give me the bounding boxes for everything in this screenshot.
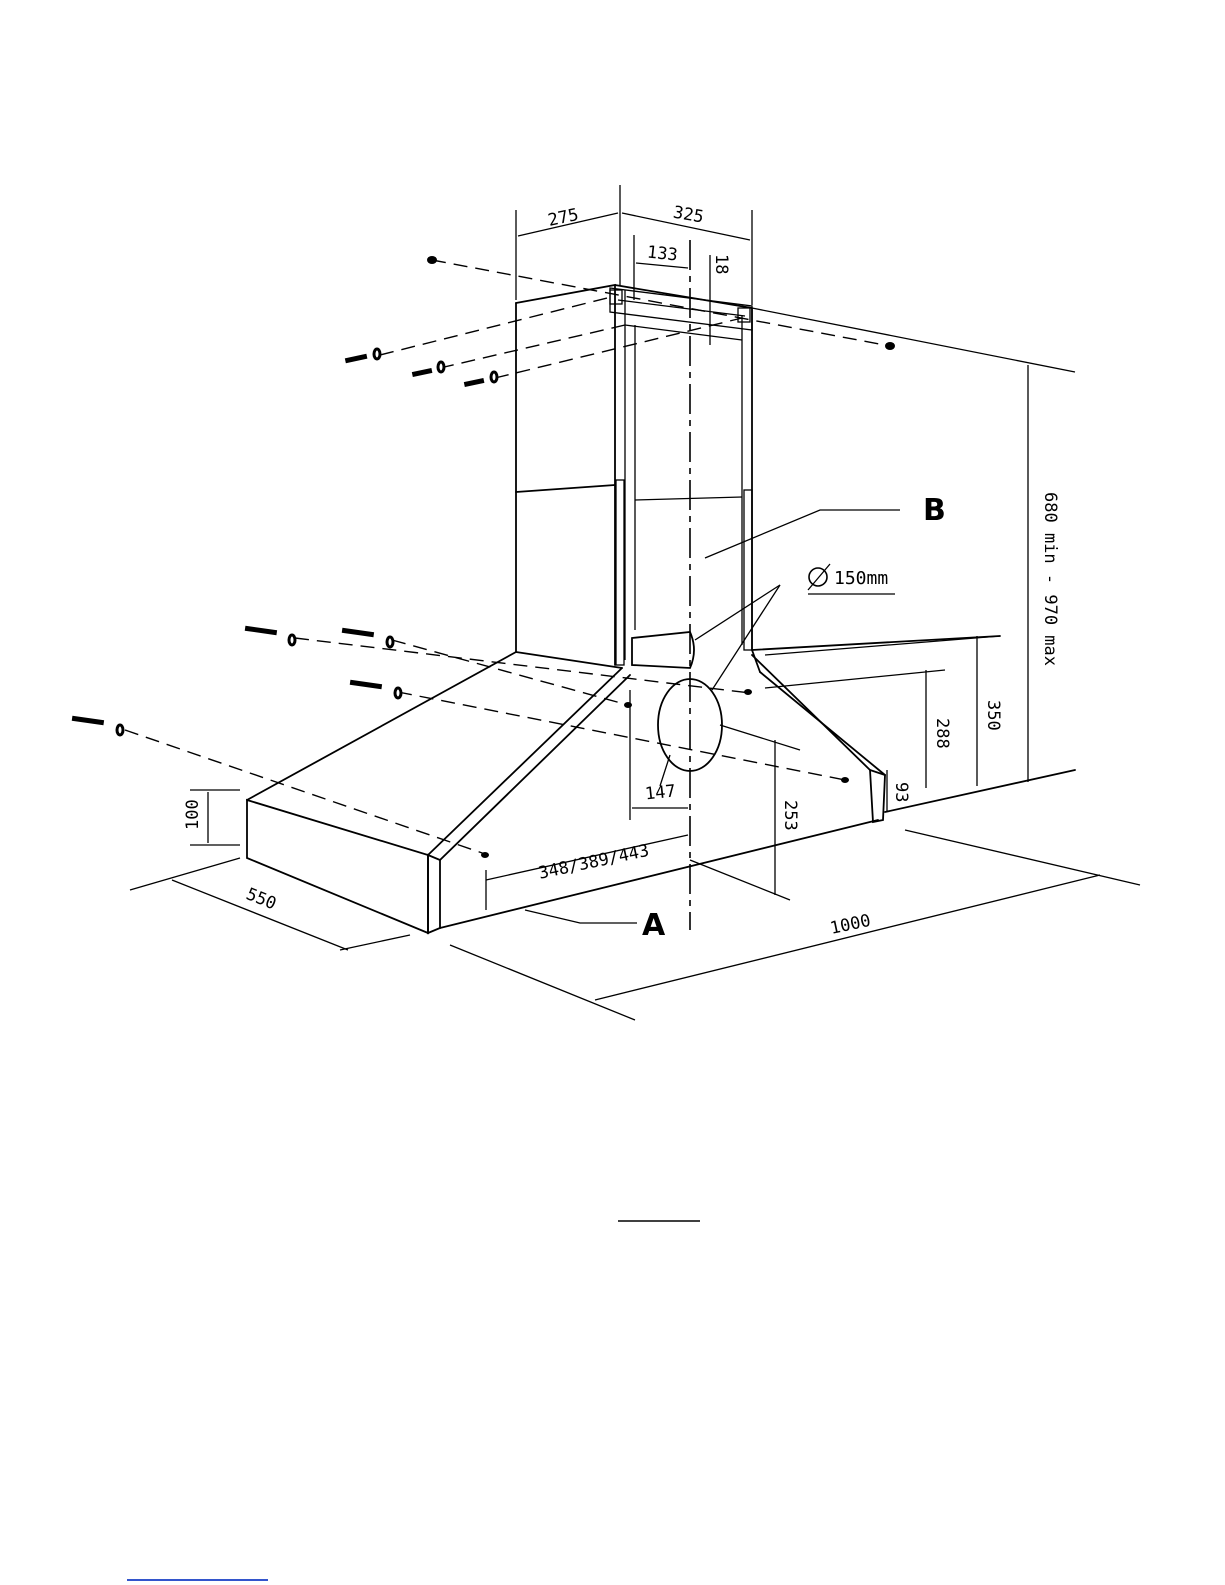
dim-133: 133 bbox=[646, 242, 679, 265]
dim-350: 350 bbox=[983, 700, 1003, 731]
dim-680-970: 680 min - 970 max bbox=[1040, 492, 1060, 666]
dim-100: 100 bbox=[183, 799, 203, 830]
dimension-lines bbox=[172, 185, 1100, 1000]
callout-a: A bbox=[642, 908, 666, 943]
dim-18: 18 bbox=[711, 254, 731, 274]
dim-275: 275 bbox=[546, 205, 580, 231]
dim-348-389-443: 348/389/443 bbox=[537, 841, 651, 884]
dim-253: 253 bbox=[780, 800, 800, 831]
dim-147: 147 bbox=[644, 781, 677, 804]
duct-diameter-text: 150mm bbox=[834, 568, 888, 589]
dim-1000: 1000 bbox=[828, 911, 872, 939]
dim-288: 288 bbox=[932, 718, 952, 749]
dim-93: 93 bbox=[891, 782, 911, 802]
duct-diameter-label: 150mm bbox=[808, 564, 888, 590]
callout-b: B bbox=[923, 493, 946, 528]
duct-outlet bbox=[632, 632, 722, 771]
screws bbox=[72, 256, 895, 858]
dim-325: 325 bbox=[671, 203, 705, 228]
